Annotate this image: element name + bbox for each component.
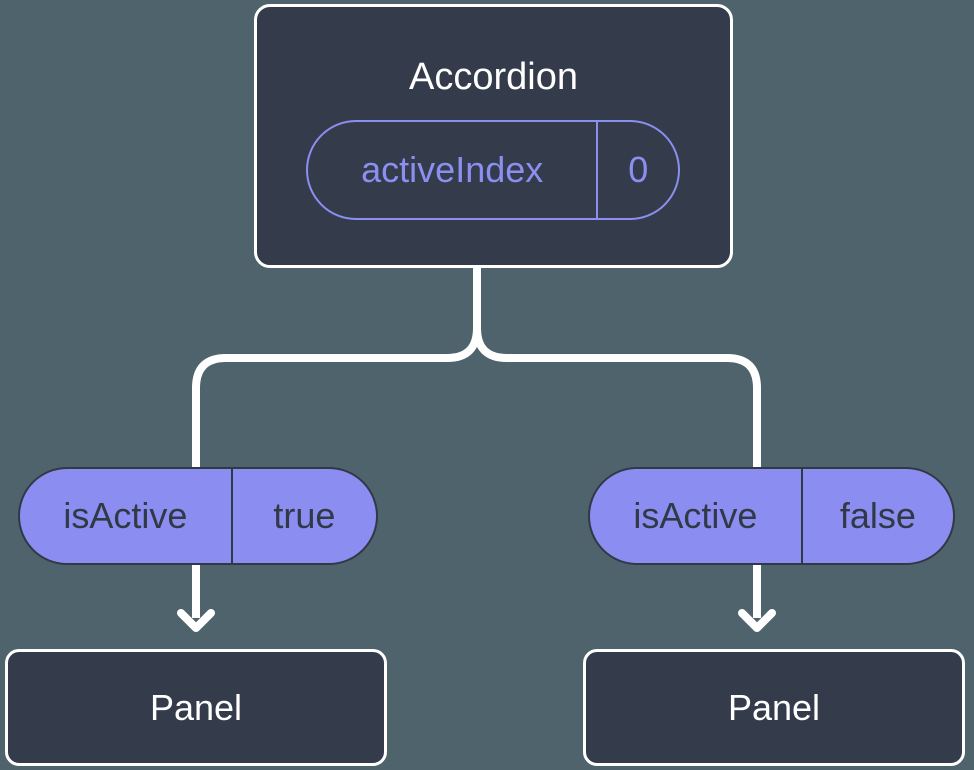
accordion-node: Accordion activeIndex 0 [254,4,733,268]
prop-pill-value: false [800,469,953,563]
panel-node-right: Panel [583,649,965,766]
panel-node-title: Panel [149,686,243,728]
arrow-down-icon [738,609,776,632]
panel-node-title: Panel [727,686,821,728]
state-pill: activeIndex 0 [306,120,680,220]
panel-node-left: Panel [5,649,387,766]
arrow-down-icon [177,609,215,632]
prop-pill-name: isActive [633,495,758,536]
state-pill-value: 0 [596,122,678,218]
accordion-node-title: Accordion [409,56,578,98]
prop-pill-name: isActive [63,495,188,536]
root-to-right-child-branch [473,264,761,470]
prop-pill-value: true [230,469,376,563]
prop-pill-right: isActive false [588,467,955,565]
state-pill-name: activeIndex [361,149,544,190]
prop-pill-left: isActive true [18,467,378,565]
root-to-left-child-branch [192,264,481,470]
